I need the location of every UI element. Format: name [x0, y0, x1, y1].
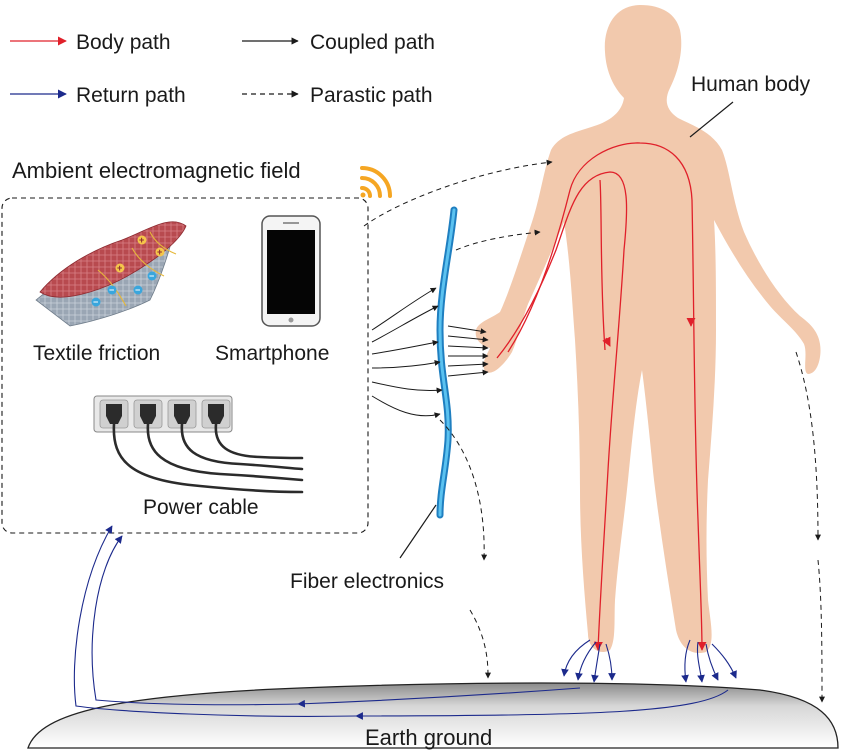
power-cable-label: Power cable [143, 496, 259, 519]
ambient-field-box [1, 197, 369, 534]
svg-text:+: + [117, 263, 122, 273]
smartphone-icon [261, 215, 321, 327]
legend-return-path-label: Return path [76, 84, 186, 107]
svg-text:+: + [157, 247, 162, 257]
human-body: Human body [475, 5, 821, 654]
svg-text:−: − [109, 285, 114, 295]
body-path-inner-loop [599, 179, 606, 351]
power-strip-icon [93, 395, 304, 494]
legend-coupled-path-label: Coupled path [310, 31, 435, 54]
human-body-label: Human body [691, 73, 811, 96]
return-path-arrows [73, 525, 737, 720]
legend: Body path Coupled path Return path Paras… [10, 31, 435, 107]
wifi-signal-icon [360, 166, 392, 198]
body-path-arrows [496, 142, 707, 651]
coupled-path-arrows [371, 287, 489, 419]
svg-text:−: − [93, 297, 98, 307]
svg-text:−: − [135, 285, 140, 295]
textile-icon: + + + − − − − [35, 221, 187, 327]
legend-body-path-label: Body path [76, 31, 171, 54]
human-body-silhouette [475, 5, 821, 654]
svg-text:+: + [139, 235, 144, 245]
smartphone-label: Smartphone [215, 342, 329, 365]
legend-parasitic-path-label: Parastic path [310, 84, 433, 107]
human-body-pointer [689, 101, 734, 138]
earth-ground: Earth ground [27, 682, 839, 750]
body-path-arrowhead-left [602, 336, 611, 347]
svg-text:−: − [149, 271, 154, 281]
fiber-electronics-pointer [399, 504, 437, 559]
fiber-electronics-label: Fiber electronics [290, 570, 444, 593]
body-path-arm-outer [507, 142, 707, 651]
textile-friction-label: Textile friction [33, 342, 160, 365]
ambient-field-group: Ambient electromagnetic field + + + − − … [1, 158, 392, 534]
parasitic-path-arrows [363, 159, 825, 703]
earth-ground-label: Earth ground [365, 725, 492, 750]
fiber-electronics: Fiber electronics [290, 206, 458, 593]
body-path-arm-to-leg [496, 171, 628, 651]
ambient-field-title: Ambient electromagnetic field [12, 158, 301, 183]
